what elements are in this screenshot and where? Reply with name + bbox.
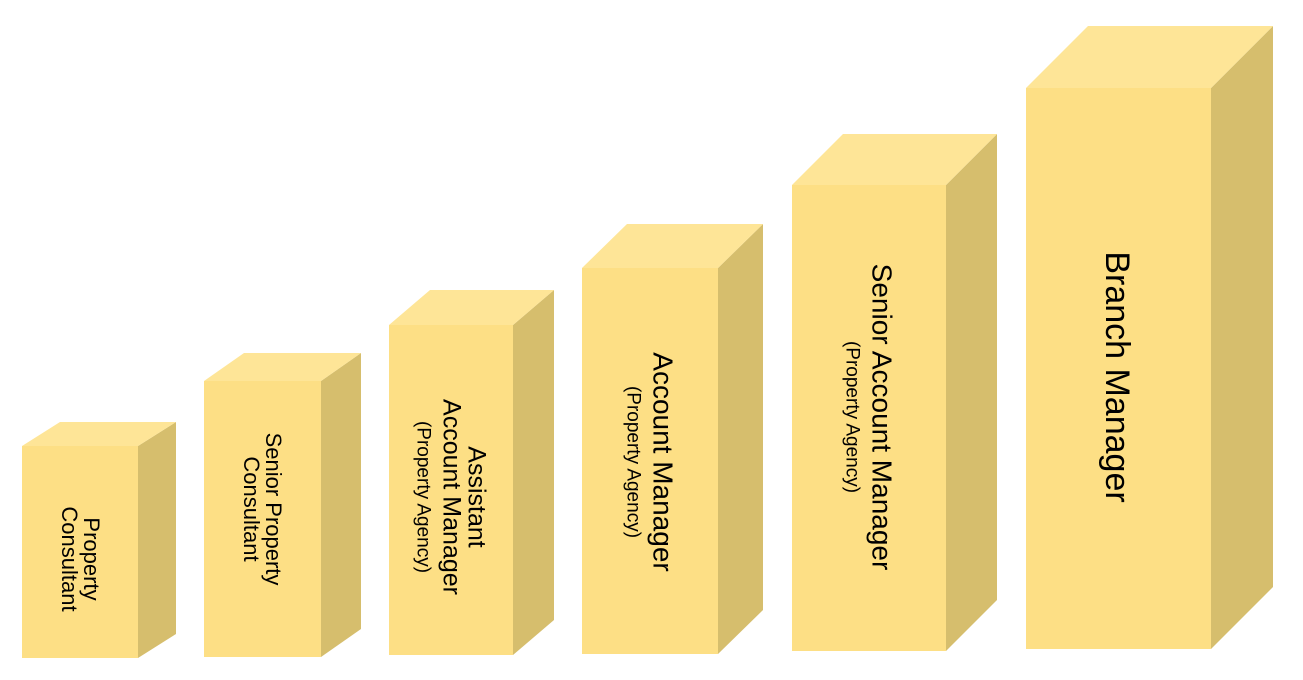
box-top-face <box>204 353 361 381</box>
step-label-line: Senior Account Manager <box>866 263 898 571</box>
box-front-face <box>792 185 946 651</box>
step-label-property-consultant: Property Consultant <box>57 506 104 612</box>
step-label-subtitle: (Property Agency) <box>412 420 434 574</box>
step-label-senior-property-consultant: Senior Property Consultant <box>239 432 286 586</box>
step-label-line: Consultant <box>239 456 264 562</box>
step-label-line: Account Manager <box>437 399 466 595</box>
step-label-line: Consultant <box>57 506 82 612</box>
step-box-senior-property-consultant <box>204 353 361 657</box>
box-side-face <box>718 224 763 654</box>
step-label-line: Assistant <box>462 446 491 548</box>
step-box-branch-manager <box>1026 26 1273 649</box>
step-label-subtitle: (Property Agency) <box>841 340 863 494</box>
box-front-face <box>582 268 718 654</box>
box-side-face <box>1211 26 1273 649</box>
box-top-face <box>389 290 554 325</box>
box-top-face <box>582 224 763 268</box>
step-box-account-manager <box>582 224 763 654</box>
step-label-senior-account-manager: Senior Account Manager (Property Agency) <box>841 263 898 571</box>
box-side-face <box>321 353 361 657</box>
box-front-face <box>22 446 138 658</box>
box-top-face <box>792 134 997 185</box>
step-box-property-consultant <box>22 422 176 658</box>
step-label-line: Branch Manager <box>1098 251 1136 503</box>
step-label-line: Senior Property <box>261 432 286 586</box>
step-label-assistant-account-manager: Assistant Account Manager (Property Agen… <box>412 399 491 595</box>
step-box-senior-account-manager <box>792 134 997 651</box>
step-label-branch-manager: Branch Manager <box>1098 251 1136 503</box>
box-front-face <box>204 381 321 657</box>
box-side-face <box>513 290 554 655</box>
step-label-line: Account Manager <box>647 352 679 572</box>
step-label-account-manager: Account Manager (Property Agency) <box>622 352 679 572</box>
box-top-face <box>22 422 176 446</box>
step-box-assistant-account-manager <box>389 290 554 655</box>
box-front-face <box>389 325 513 655</box>
box-side-face <box>138 422 176 658</box>
box-side-face <box>946 134 997 651</box>
step-label-subtitle: (Property Agency) <box>622 385 644 539</box>
box-top-face <box>1026 26 1273 88</box>
box-front-face <box>1026 88 1211 649</box>
step-label-line: Property <box>79 517 104 601</box>
